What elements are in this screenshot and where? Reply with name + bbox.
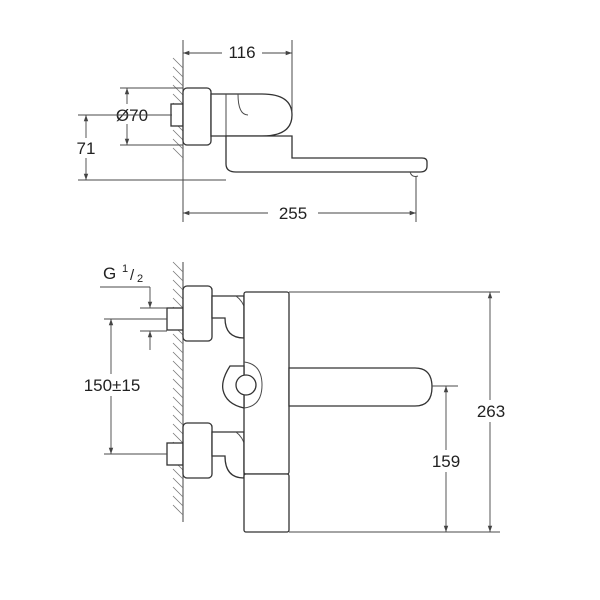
hatch-stroke — [172, 333, 184, 345]
hatch-stroke — [172, 495, 184, 507]
upper-thread-stub — [166, 307, 184, 331]
top-aerator — [409, 171, 419, 177]
thread-denominator: 2 — [137, 273, 143, 285]
hatch-stroke — [172, 261, 184, 273]
front-wall-hatch — [172, 261, 184, 516]
dim-spout-height-label: 159 — [432, 452, 460, 471]
hatch-stroke — [172, 342, 184, 354]
label-bg-150 — [72, 374, 154, 396]
hatch-stroke — [172, 396, 184, 408]
knob-detail — [243, 361, 263, 409]
lower-connector — [211, 431, 245, 479]
label-bg-255 — [268, 203, 318, 223]
hatch-stroke — [172, 288, 184, 300]
bottom-cartridge — [243, 473, 290, 533]
thread-g-label: G — [103, 264, 116, 283]
top-view: 116 Ø70 71 255 — [74, 40, 428, 223]
hatch-stroke — [172, 66, 184, 78]
knob-center — [235, 374, 257, 396]
label-bg-70 — [104, 104, 160, 124]
dim-spacing-label: 150±15 — [84, 376, 141, 395]
thread-numerator: 1 — [122, 263, 128, 275]
top-body — [210, 93, 293, 137]
hatch-stroke — [172, 432, 184, 444]
hatch-stroke — [172, 387, 184, 399]
hatch-stroke — [172, 297, 184, 309]
dim-total-height-label: 263 — [477, 402, 505, 421]
top-body-detail — [225, 93, 249, 136]
dim-length-label: 255 — [279, 204, 307, 223]
thread-slash: / — [130, 267, 135, 284]
hatch-stroke — [172, 270, 184, 282]
hatch-stroke — [172, 360, 184, 372]
label-bg-159 — [425, 450, 467, 472]
hatch-stroke — [172, 468, 184, 480]
hatch-stroke — [172, 138, 184, 150]
front-spout — [288, 367, 433, 407]
hatch-stroke — [172, 369, 184, 381]
hatch-stroke — [172, 486, 184, 498]
upper-escutcheon — [182, 285, 213, 342]
hatch-stroke — [172, 477, 184, 489]
lower-escutcheon — [182, 422, 213, 479]
hatch-stroke — [172, 75, 184, 87]
dim-depth-label: 116 — [228, 43, 255, 62]
dim-height-label: 71 — [77, 139, 96, 158]
lower-thread-stub — [166, 442, 184, 466]
label-bg-263 — [470, 400, 512, 422]
hatch-stroke — [172, 378, 184, 390]
hatch-stroke — [172, 504, 184, 516]
hatch-stroke — [172, 351, 184, 363]
hatch-stroke — [172, 423, 184, 435]
hatch-stroke — [172, 93, 184, 105]
control-knob — [222, 365, 245, 409]
label-bg-116 — [222, 42, 262, 62]
top-spout — [225, 135, 428, 173]
hatch-stroke — [172, 84, 184, 96]
top-thread-stub — [170, 103, 184, 127]
hatch-stroke — [172, 279, 184, 291]
hatch-stroke — [172, 414, 184, 426]
hatch-stroke — [172, 405, 184, 417]
hatch-stroke — [172, 57, 184, 69]
hatch-stroke — [172, 147, 184, 159]
top-escutcheon — [182, 87, 212, 146]
upper-connector — [211, 295, 245, 339]
hatch-stroke — [172, 129, 184, 141]
label-bg-71 — [74, 138, 98, 158]
front-view: G 1 / 2 150±15 263 159 — [72, 261, 512, 533]
